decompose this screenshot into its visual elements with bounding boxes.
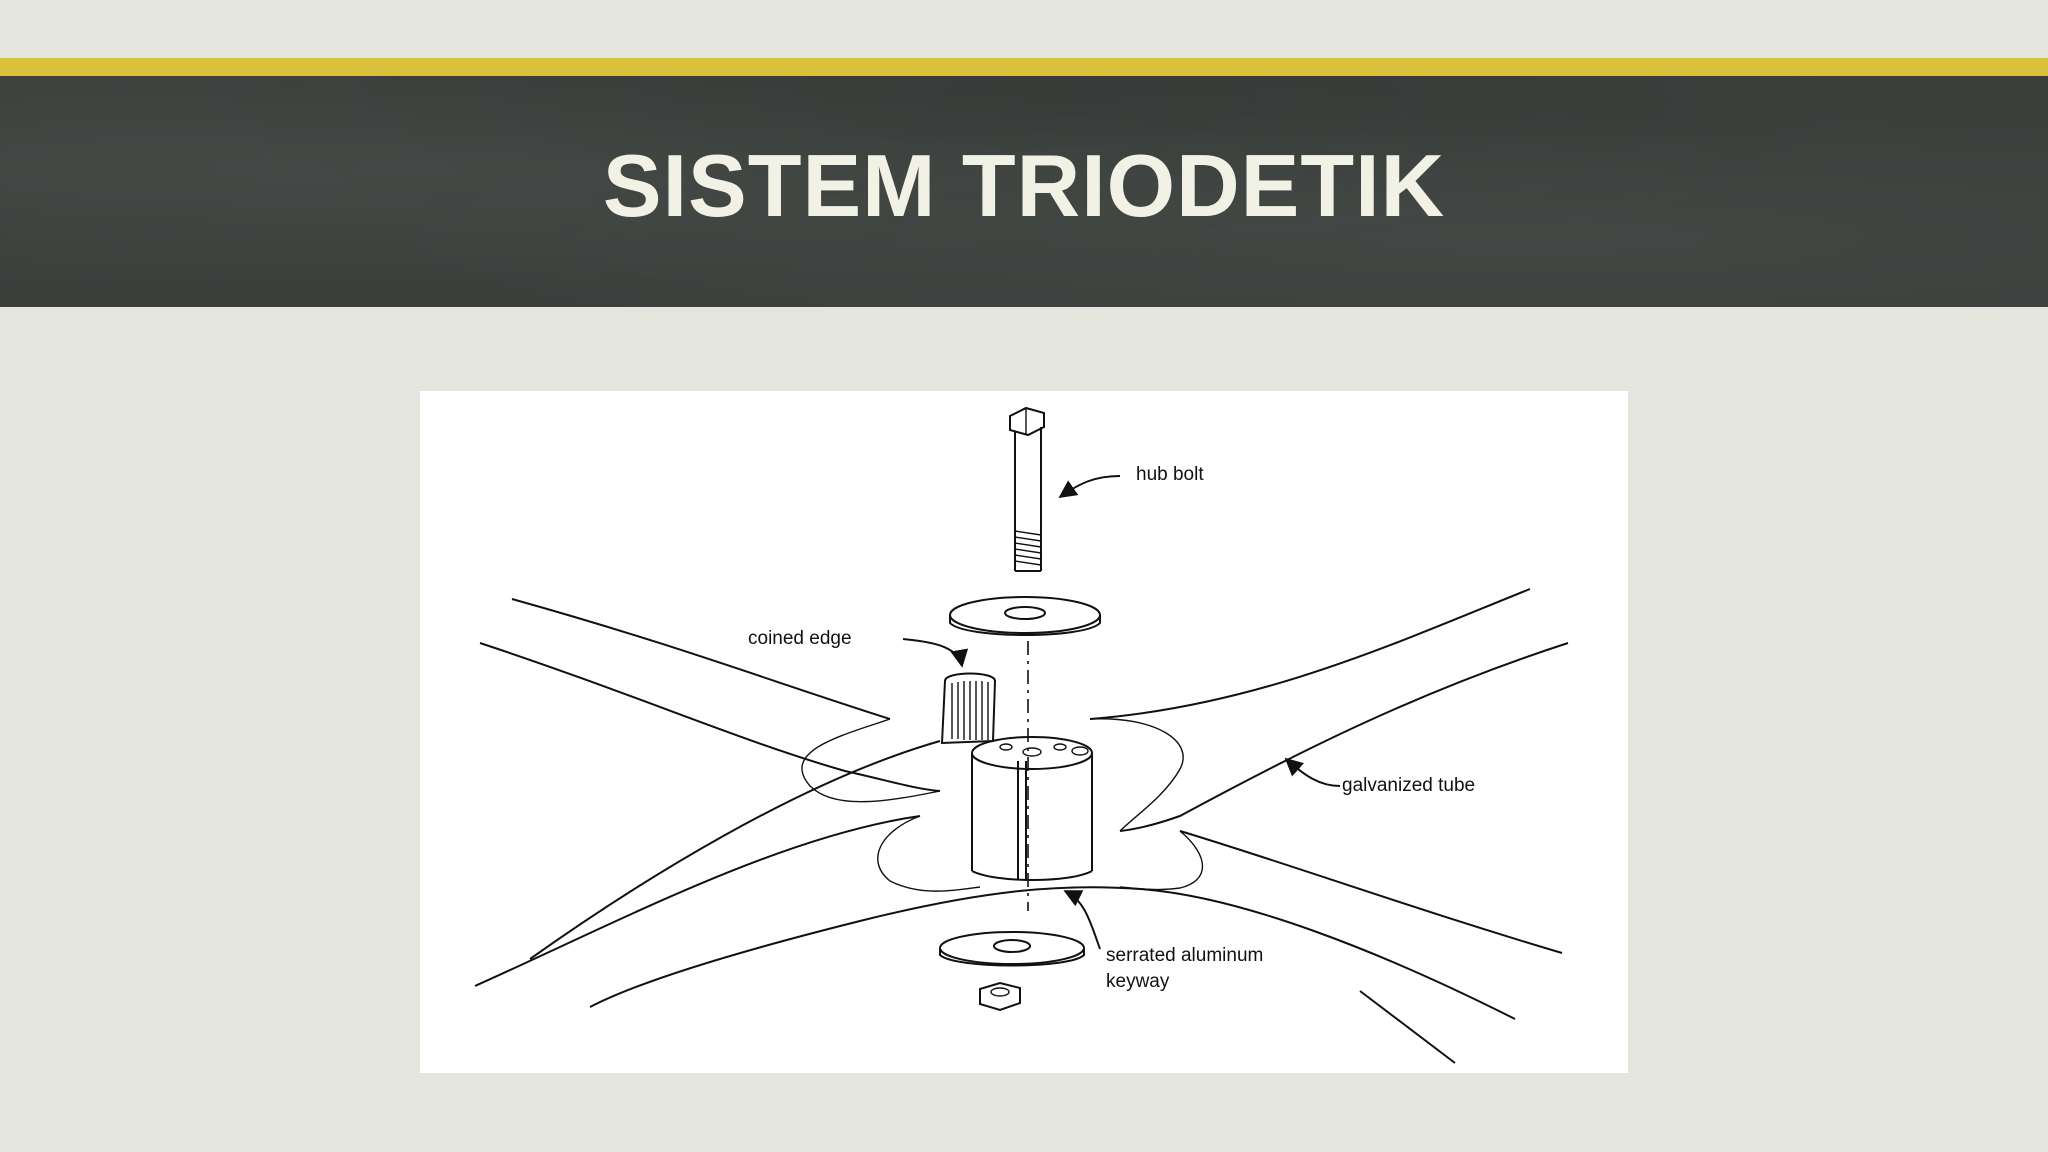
accent-bar [0, 58, 2048, 76]
tube-right-upper [1089, 588, 1569, 832]
label-hub-bolt: hub bolt [1136, 464, 1204, 485]
triodetic-hub-diagram: hub bolt coined edge galvanized tube ser… [420, 391, 1628, 1073]
hub-bolt-arrow [1058, 475, 1121, 499]
title-band: SISTEM TRIODETIK [0, 76, 2048, 307]
tube-left-upper [479, 598, 941, 792]
flat-end-left [801, 718, 941, 803]
tube-right-lower [589, 830, 1563, 1064]
coined-edge-arrow [902, 638, 969, 668]
flat-end-front-right [1119, 830, 1204, 891]
hub-bolt-part [1009, 406, 1045, 572]
diagram-svg: hub bolt coined edge galvanized tube ser… [474, 406, 1569, 1064]
label-serrated-aluminum: serrated aluminum [1106, 945, 1263, 966]
nut-part [979, 981, 1021, 1012]
flat-end-front-left [877, 815, 981, 892]
upper-washer [949, 596, 1101, 636]
flat-end-right [1089, 718, 1184, 832]
hub-cylinder [971, 736, 1093, 881]
tube-left-lower [474, 740, 941, 987]
label-galvanized-tube: galvanized tube [1342, 775, 1475, 796]
coined-edge-part [940, 672, 997, 745]
slide-title: SISTEM TRIODETIK [602, 135, 1446, 235]
lower-washer [939, 931, 1085, 967]
galvanized-tube-arrow [1284, 757, 1341, 787]
keyway-arrow [1063, 890, 1101, 950]
label-keyway: keyway [1106, 971, 1170, 992]
label-coined-edge: coined edge [748, 628, 852, 649]
